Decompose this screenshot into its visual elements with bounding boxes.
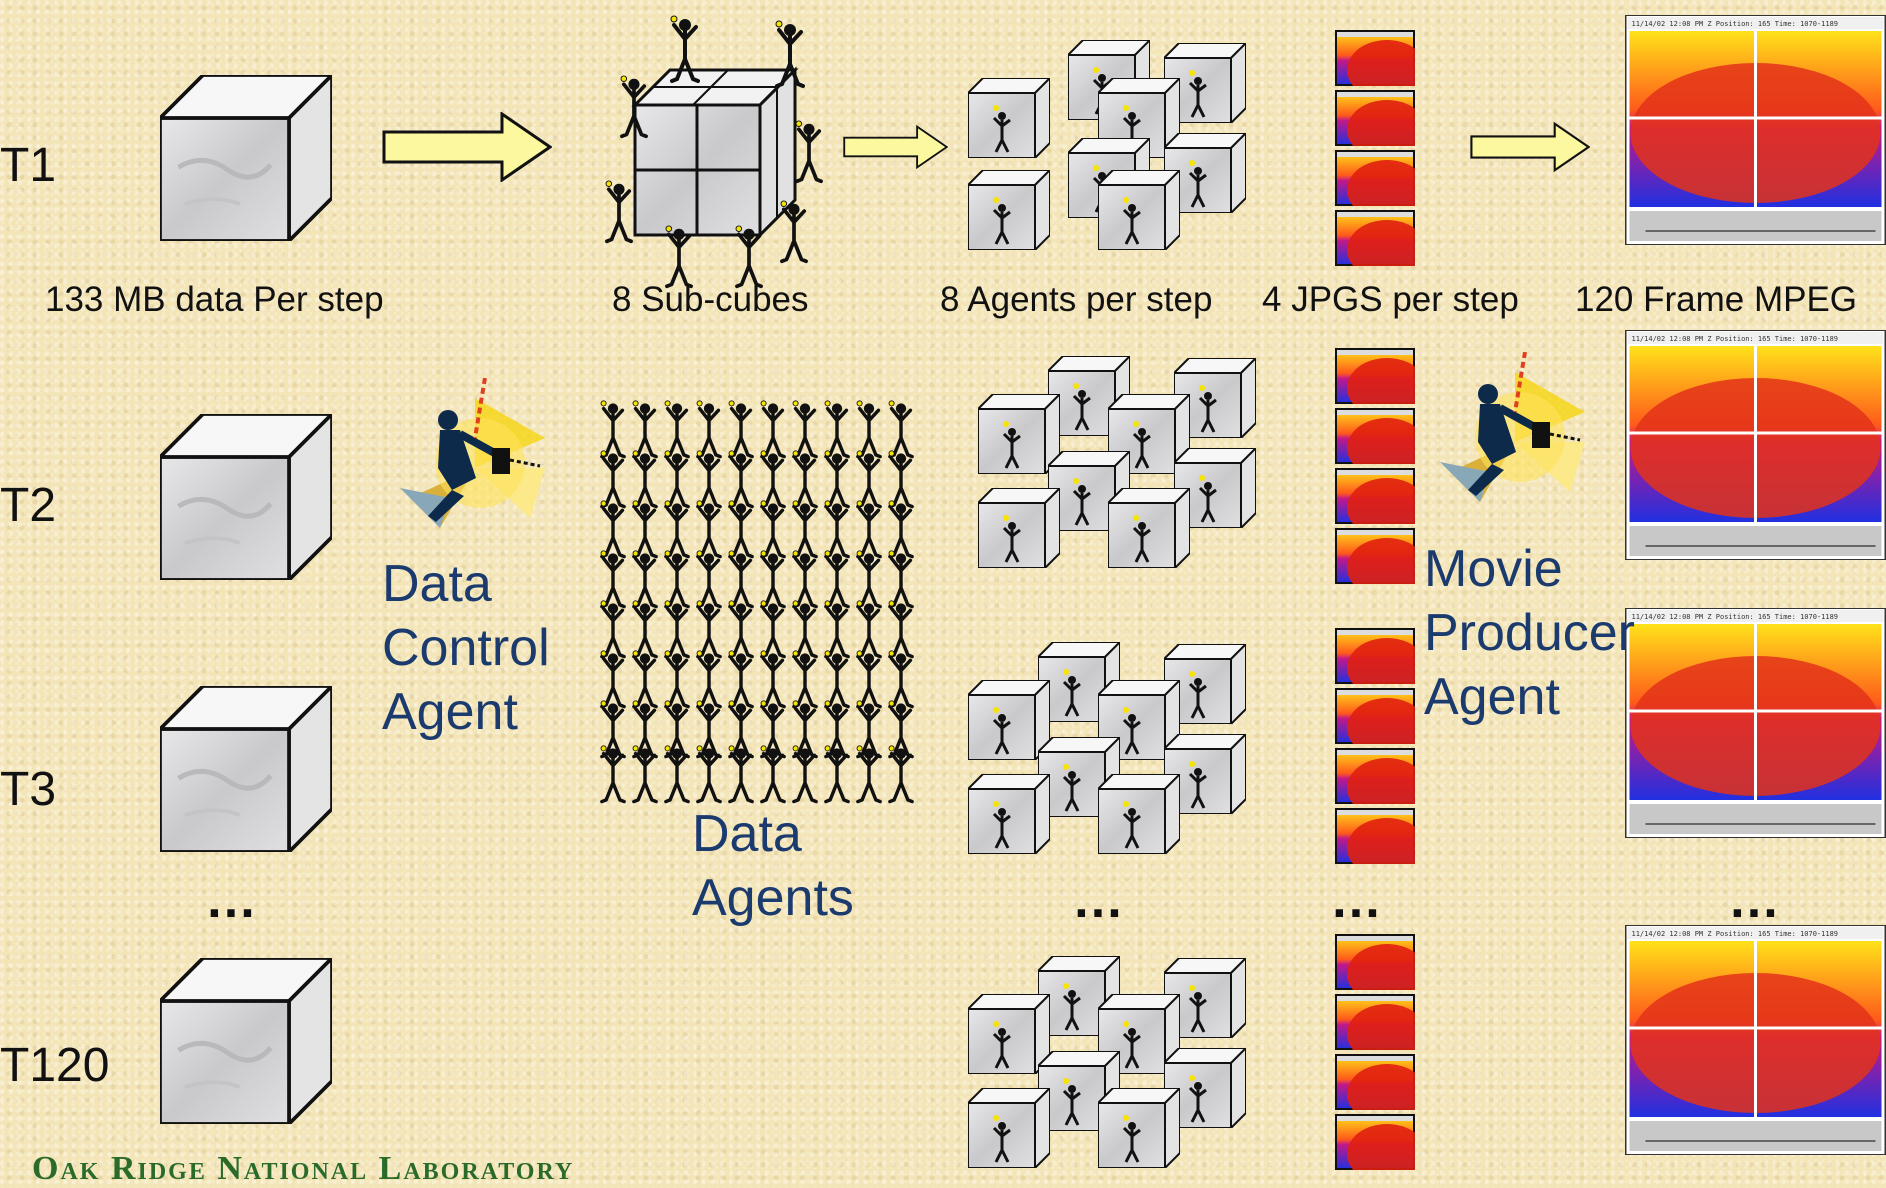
time-step-t120: T120 [0,1039,110,1092]
arrow-1 [382,112,552,182]
mpeg-frame-2 [1625,330,1886,560]
jpg-stack-t120 [1335,934,1415,1170]
time-step-t1: T1 [0,139,57,192]
ellipsis-cubes: … [205,871,263,929]
ellipsis-frames: … [1728,871,1786,929]
agent-cubes-t1 [968,40,1246,250]
data-agents-label: Data Agents [692,802,854,930]
data-cube-t2 [160,414,332,580]
arrow-3 [1470,122,1590,172]
ellipsis-agents: … [1072,871,1130,929]
movie-producer-agent-icon [1420,352,1590,522]
mpeg-frame-4 [1625,925,1886,1155]
data-cube-t120 [160,958,332,1124]
ellipsis-jpgs: … [1330,871,1388,929]
movie-producer-agent-line-2: Producer [1424,604,1635,662]
caption-agents-per-step: 8 Agents per step [940,280,1213,319]
arrow-2 [843,125,948,169]
time-step-t2: T2 [0,479,57,532]
movie-producer-agent-line-3: Agent [1424,668,1560,726]
data-agents-line-1: Data [692,805,802,863]
caption-frame-mpeg: 120 Frame MPEG [1575,280,1858,319]
movie-producer-agent-line-1: Movie [1424,540,1563,598]
caption-jpgs-per-step: 4 JPGS per step [1262,280,1519,319]
time-step-t3: T3 [0,763,57,816]
agent-cubes-t120 [968,956,1246,1168]
mpeg-frame-1 [1625,15,1886,245]
agent-cubes-t2 [978,356,1256,568]
caption-sub-cubes: 8 Sub-cubes [612,280,809,319]
agent-cubes-t3 [968,642,1246,854]
movie-producer-agent-label: Movie Producer Agent [1424,537,1635,729]
data-control-agent-line-1: Data [382,555,492,613]
data-control-agent-icon [380,378,550,548]
data-control-agent-line-3: Agent [382,683,518,741]
data-cube-t1 [160,75,332,241]
jpg-stack-t3 [1335,628,1415,864]
data-control-agent-label: Data Control Agent [382,552,550,744]
data-agents-line-2: Agents [692,869,854,927]
jpg-stack-t2 [1335,348,1415,584]
caption-data-per-step: 133 MB data Per step [45,280,384,319]
data-cube-t3 [160,686,332,852]
data-agents-crowd [600,400,914,810]
jpg-stack-t1 [1335,30,1415,266]
data-control-agent-line-2: Control [382,619,550,677]
mpeg-frame-3 [1625,608,1886,838]
sub-cubes-diagram [605,15,823,289]
footer-organization: Oak Ridge National Laboratory [32,1150,575,1187]
